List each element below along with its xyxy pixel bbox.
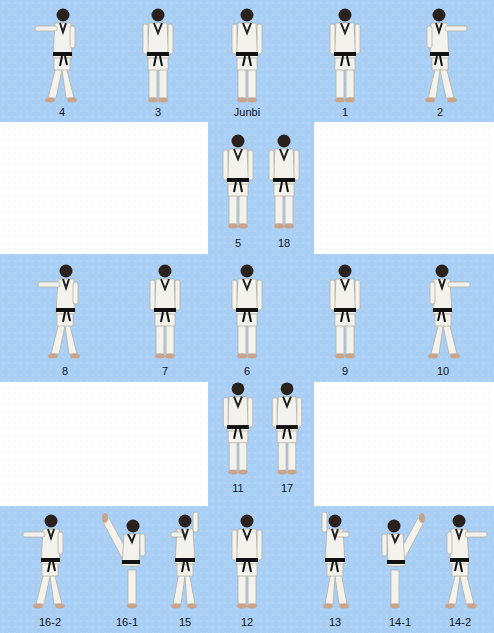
figure [102, 513, 145, 609]
blue-band [0, 254, 494, 382]
figure [150, 265, 180, 359]
figure [330, 265, 360, 359]
step-number: 14-2 [449, 616, 471, 628]
figure [171, 512, 198, 609]
figure [322, 512, 349, 609]
figure [143, 9, 173, 103]
step-number: 8 [62, 365, 68, 377]
step-number: 14-1 [389, 616, 411, 628]
figure [428, 265, 470, 359]
step-number: 16-2 [39, 616, 61, 628]
step-number: 5 [235, 237, 241, 249]
figure [382, 513, 425, 609]
step-number: 18 [278, 237, 290, 249]
step-number: 10 [437, 365, 449, 377]
step-number: Junbi [234, 106, 260, 118]
figure [232, 515, 262, 609]
figure [38, 265, 80, 359]
figure [35, 9, 77, 103]
figure [330, 9, 360, 103]
figure [232, 9, 262, 103]
step-number: 12 [241, 616, 253, 628]
figure [272, 382, 301, 474]
step-number: 2 [437, 106, 443, 118]
figure [223, 382, 252, 474]
step-number: 6 [244, 365, 250, 377]
step-number: 15 [179, 616, 191, 628]
figure [269, 135, 299, 229]
figure [445, 515, 487, 609]
step-number: 16-1 [116, 616, 138, 628]
step-number: 13 [329, 616, 341, 628]
blue-band [0, 506, 494, 633]
figure [23, 515, 65, 609]
figure [223, 135, 253, 229]
step-number: 11 [232, 482, 243, 494]
step-number: 4 [59, 106, 65, 118]
step-number: 3 [155, 106, 161, 118]
figure [425, 9, 467, 103]
blue-band [0, 0, 494, 122]
figure [232, 265, 262, 359]
step-number: 9 [342, 365, 348, 377]
step-number: 17 [281, 482, 293, 494]
step-number: 1 [342, 106, 348, 118]
step-number: 7 [162, 365, 168, 377]
